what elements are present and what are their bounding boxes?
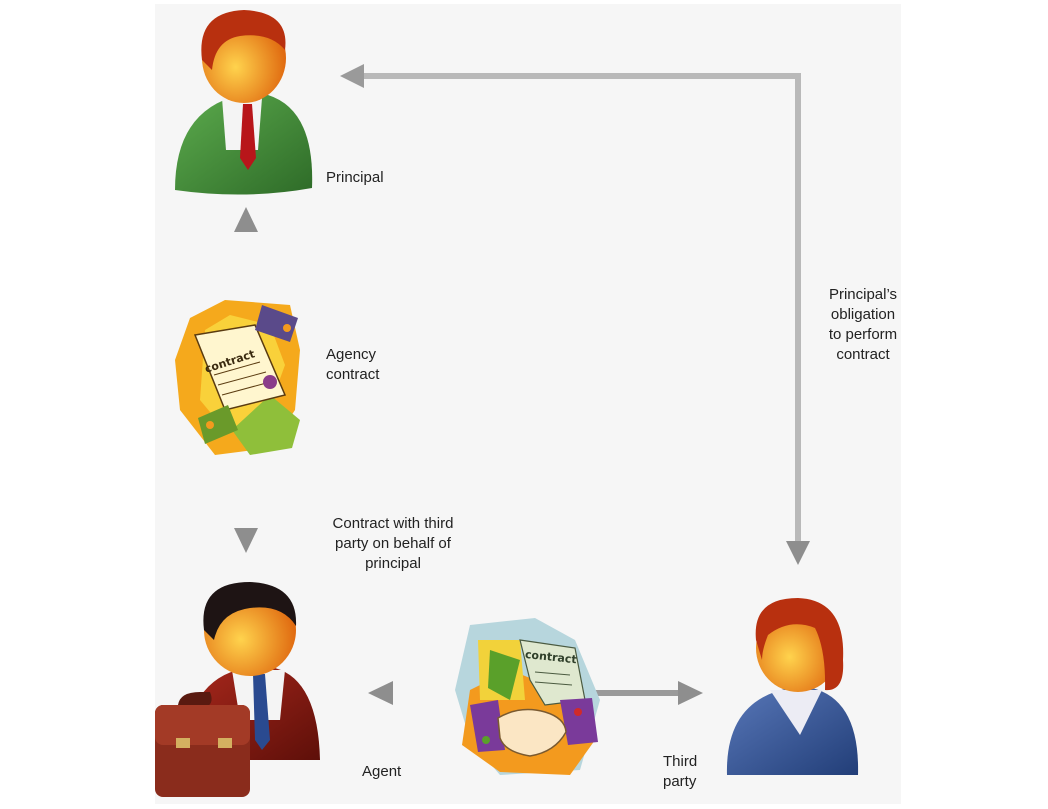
- principal-person-icon: [175, 10, 313, 195]
- arrowhead-left: [368, 681, 393, 705]
- principal-obligation-line-3: to perform: [828, 326, 898, 343]
- signed-contract-icon: contract: [175, 300, 300, 455]
- arrowhead-right: [678, 681, 703, 705]
- agency-contract-label-line-1: Agency: [326, 346, 377, 363]
- third-party-label-line-2: party: [663, 773, 697, 790]
- contract-with-third-party-line-3: principal: [365, 555, 421, 572]
- principal-obligation-line-1: Principal’s: [828, 286, 898, 303]
- agent-person-with-briefcase-icon: [155, 582, 320, 797]
- third-party-label: Third party: [663, 752, 697, 792]
- contract-with-third-party-line-1: Contract with third: [332, 515, 454, 532]
- tie: [240, 104, 256, 170]
- briefcase-icon: [155, 692, 250, 797]
- agency-contract-label-line-2: contract: [326, 366, 380, 383]
- third-party-label-line-1: Third: [663, 753, 698, 770]
- handshake-document-text: contract: [524, 648, 577, 666]
- handshake-contract-icon: contract: [455, 618, 600, 775]
- agency-contract-label: Agency contract: [326, 345, 379, 385]
- principal-obligation-line-4: contract: [836, 346, 890, 363]
- contract-with-third-party-label: Contract with third party on behalf of p…: [308, 514, 478, 574]
- third-party-person-icon: [726, 598, 859, 775]
- arrowhead-down: [234, 528, 258, 553]
- principal-label: Principal: [326, 169, 384, 186]
- tie: [253, 674, 270, 750]
- arrowhead-up: [234, 207, 258, 232]
- principal-obligation-label: Principal’s obligation to perform contra…: [808, 285, 918, 365]
- contract-with-third-party-line-2: party on behalf of: [335, 535, 451, 552]
- handshake: [497, 708, 567, 757]
- arrowhead-down: [786, 541, 810, 565]
- agent-label: Agent: [362, 763, 402, 780]
- principal-obligation-arrow: [340, 64, 810, 565]
- principal-obligation-line-2: obligation: [830, 306, 896, 323]
- arrowhead-left: [340, 64, 364, 88]
